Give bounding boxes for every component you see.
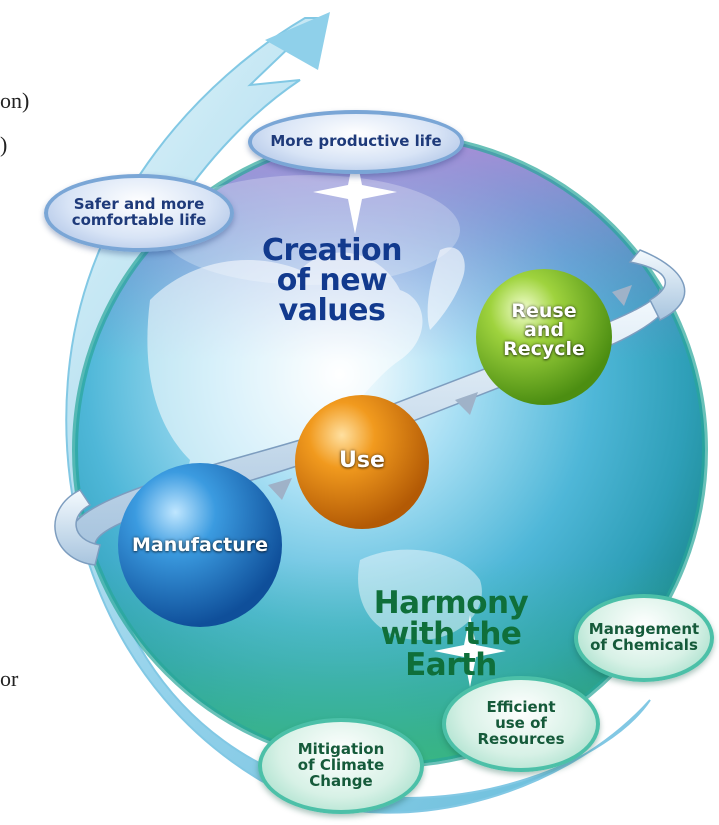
landmass-japan: [427, 247, 465, 330]
use-label: Use: [339, 448, 385, 473]
side-fragment-3: or: [0, 666, 19, 691]
manufacture-label: Manufacture: [132, 534, 268, 556]
side-fragment-1: on): [0, 88, 30, 113]
management-of-chemicals-pill: Management of Chemicals: [574, 594, 714, 682]
swirl-arrow-tip: [265, 12, 330, 70]
side-fragment-2: ): [0, 132, 8, 157]
creation-heading: Creation of new values: [262, 233, 403, 328]
landmass-australia: [358, 549, 482, 640]
efficient-use-of-resources-pill: Efficient use of Resources: [442, 676, 600, 772]
manufacture-sphere: [118, 463, 282, 627]
harmony-heading: Harmony with the Earth: [373, 585, 529, 683]
reuse-sphere: [476, 269, 612, 405]
use-sphere: [295, 395, 429, 529]
sparkle-bottom: [434, 615, 506, 687]
reuse-recycle-label: Reuse and Recycle: [503, 300, 585, 360]
safer-comfortable-life-pill: Safer and more comfortable life: [44, 174, 234, 252]
mitigation-of-climate-change-pill: Mitigation of Climate Change: [258, 718, 424, 814]
sparkle-top: [313, 150, 397, 234]
globe-highlight: [160, 175, 460, 285]
more-productive-life-pill: More productive life: [248, 110, 464, 174]
landmass-asia: [147, 252, 423, 508]
